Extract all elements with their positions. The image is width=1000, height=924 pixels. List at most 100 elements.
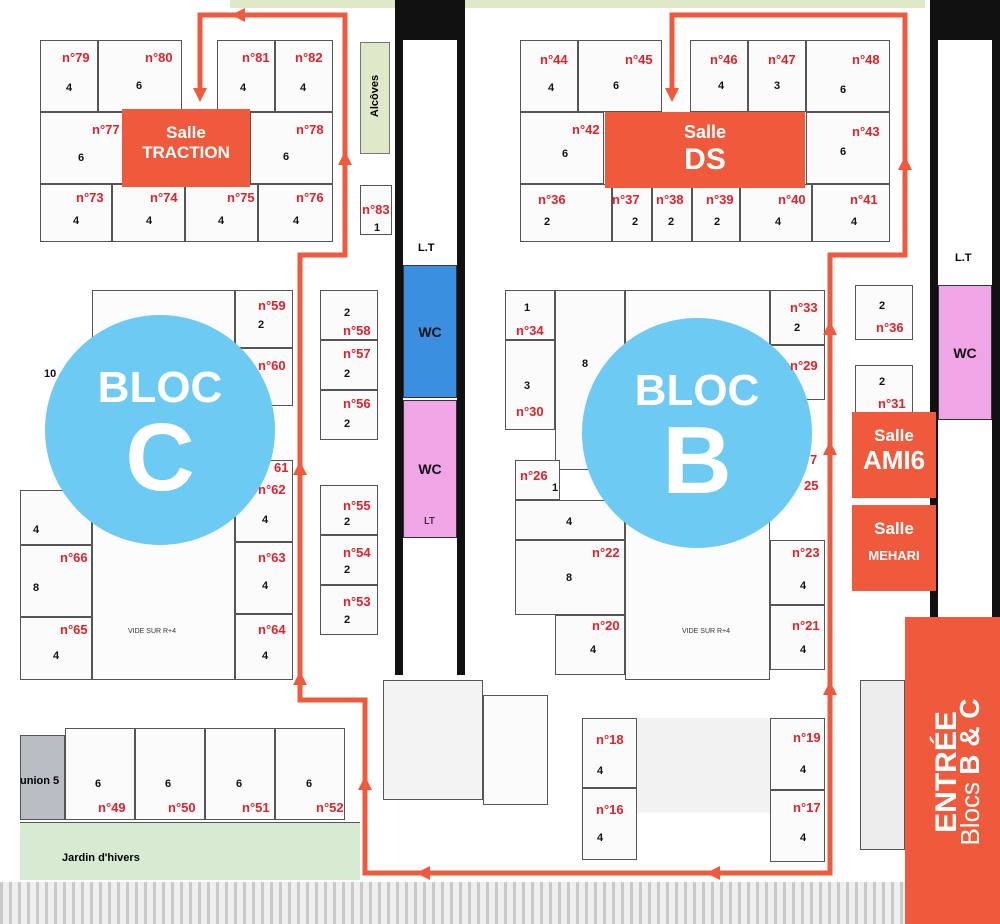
room-capacity: 2 [544, 216, 551, 228]
room-box [770, 790, 825, 862]
room-number: n°66 [60, 550, 88, 565]
bloc-c-badge: BLOC C [45, 315, 275, 545]
room-box [40, 112, 124, 184]
room-capacity: 8 [566, 572, 573, 584]
room-box [98, 40, 182, 112]
room-capacity: 6 [840, 146, 847, 158]
route-arrowheads [193, 8, 912, 880]
room-capacity: 2 [794, 322, 801, 334]
room-box [652, 184, 692, 242]
room-box [515, 500, 625, 540]
room-box [520, 112, 604, 184]
room-number: n°37 [612, 192, 640, 207]
alcoves-area [360, 42, 390, 154]
room-number: n°47 [768, 52, 796, 67]
salle-ami6-line2: AMI6 [862, 444, 926, 475]
room-number: n°34 [516, 323, 544, 338]
room-number: n°55 [343, 498, 371, 513]
room-capacity: 4 [566, 516, 573, 528]
room-box [505, 290, 555, 340]
room-capacity: 2 [344, 368, 351, 380]
room-box [582, 788, 637, 860]
room-box [770, 540, 825, 605]
bloc-b-badge: BLOC B [582, 318, 812, 548]
room-number: n°23 [792, 545, 820, 560]
room-capacity: 8 [33, 582, 40, 594]
room-capacity: 6 [95, 778, 102, 790]
room-capacity: 6 [562, 148, 569, 160]
room-capacity: 4 [73, 215, 80, 227]
room-number: n°31 [878, 396, 906, 411]
entrance-panel [905, 617, 1000, 924]
arrowhead [706, 866, 720, 880]
room-capacity: 2 [344, 418, 351, 430]
room-capacity: 2 [632, 216, 639, 228]
right-wall-right [992, 40, 1000, 620]
room-capacity: 2 [344, 564, 351, 576]
room-number: n°60 [258, 358, 286, 373]
room-number: n°82 [295, 50, 323, 65]
room-box [770, 718, 825, 790]
room-number: n°22 [592, 545, 620, 560]
room-box [806, 112, 890, 184]
wc-pink-c: WC [403, 400, 457, 538]
reunion-label: union 5 [20, 775, 60, 787]
room-number: n°54 [343, 545, 371, 560]
arrowhead [231, 8, 245, 22]
room-number: n°80 [145, 50, 173, 65]
room-box [578, 40, 662, 112]
room-capacity: 1 [552, 482, 559, 494]
room-number: n°39 [706, 192, 734, 207]
room-number: n°45 [625, 52, 653, 67]
room-box [235, 542, 293, 614]
room-number: n°20 [592, 618, 620, 633]
room-capacity: 4 [800, 580, 807, 592]
arrowhead [293, 461, 307, 475]
room-box [520, 40, 578, 112]
room-capacity: 4 [851, 216, 858, 228]
room-box [65, 728, 135, 820]
room-capacity: 3 [774, 80, 781, 92]
room-box [320, 585, 378, 635]
arrowhead [193, 88, 207, 102]
room-capacity: 4 [262, 650, 269, 662]
room-box [275, 728, 345, 820]
salle-ds-line2: DS [684, 142, 726, 176]
room-capacity: 4 [800, 832, 807, 844]
bloc-b-line1: BLOC [634, 366, 760, 415]
salle-ds-line1: Salle [683, 122, 727, 142]
room-number: n°53 [343, 594, 371, 609]
room-box [135, 728, 205, 820]
room-number: n°48 [852, 52, 880, 67]
room-capacity: 4 [597, 765, 604, 777]
arrowhead [823, 681, 837, 695]
room-capacity: 4 [262, 580, 269, 592]
room-box [20, 617, 92, 680]
room-box [185, 184, 258, 242]
lt-label-b: L.T [955, 252, 972, 264]
jardin-area [20, 822, 360, 880]
room-box [505, 340, 555, 430]
room-capacity: 10 [44, 368, 57, 380]
room-capacity: 4 [293, 215, 300, 227]
salle-mehari-line1: Salle [874, 519, 914, 538]
room-box [690, 40, 748, 112]
blank-area-b [637, 718, 770, 813]
room-box [40, 184, 112, 242]
room-number: n°19 [793, 730, 821, 745]
room-number: 61 [274, 460, 289, 475]
room-box [360, 185, 392, 235]
room-number: n°43 [852, 124, 880, 139]
room-number: n°21 [792, 618, 820, 633]
room-number: n°17 [793, 800, 821, 815]
corridor-wall-top-left [395, 0, 465, 40]
room-capacity: 4 [33, 524, 40, 536]
room-number: n°62 [258, 482, 286, 497]
room-box [855, 285, 913, 340]
room-capacity: 6 [613, 80, 620, 92]
room-box [770, 605, 825, 670]
room-capacity: 6 [136, 80, 143, 92]
room-number: n°40 [778, 192, 806, 207]
room-capacity: 2 [344, 307, 351, 319]
arrowhead [416, 866, 430, 880]
